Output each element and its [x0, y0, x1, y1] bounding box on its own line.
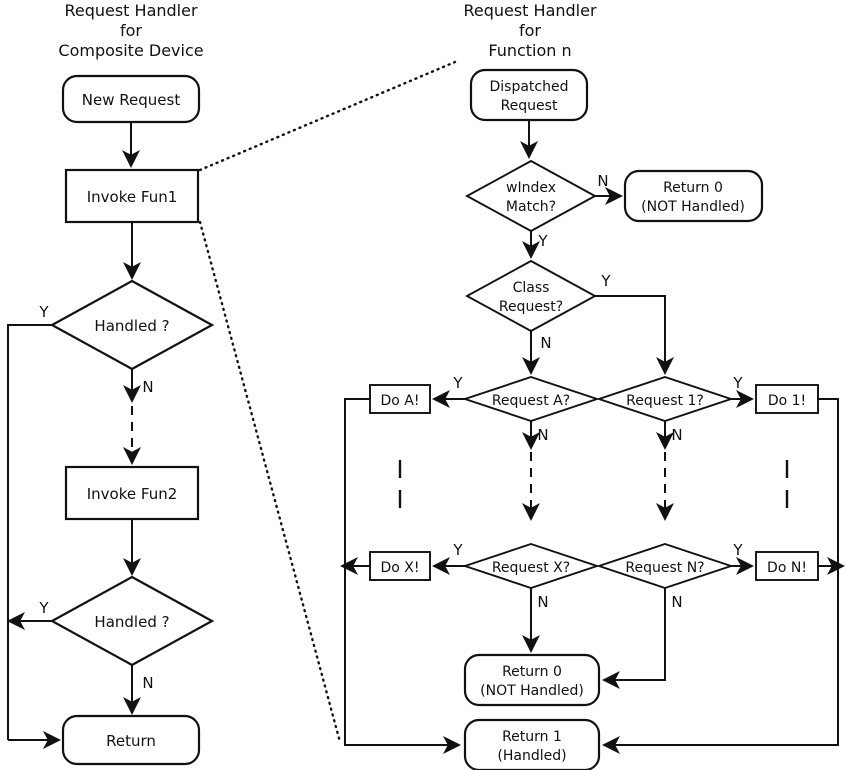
request-a-yes-label: Y [452, 374, 463, 392]
request-1-no-label: N [671, 426, 682, 444]
invoke-fun2-shape [64, 465, 200, 521]
return1-line-1: Return 1 [502, 729, 562, 745]
do-a-shape [369, 384, 431, 414]
rail-left-handled [344, 398, 461, 754]
do-n-label: Do N! [767, 560, 807, 576]
invoke-fun1-shape [64, 168, 200, 224]
class-request-line-2: Request? [499, 299, 563, 315]
right-title-line-3: Function n [488, 41, 571, 60]
node-return: Return [61, 714, 201, 766]
return0-bottom-shape [463, 653, 601, 707]
return1-shape [463, 718, 601, 770]
windex-match-line-1: wIndex [506, 180, 556, 196]
do-x-label: Do X! [381, 560, 420, 576]
expansion-link-upper [198, 60, 457, 172]
node-class-request: Class Request? [465, 259, 597, 333]
handled-1-label: Handled ? [94, 317, 169, 335]
return0-bottom-line-1: Return 0 [502, 664, 562, 680]
class-request-shape [465, 259, 597, 333]
dispatched-request-line-2: Request [501, 98, 558, 114]
left-panel-title: Request Handler for Composite Device [58, 1, 203, 60]
node-do-a: Do A! [369, 384, 431, 414]
request-x-label: Request X? [492, 560, 570, 576]
node-request-n: Request N? [595, 542, 735, 590]
request-a-label: Request A? [492, 393, 570, 409]
return-shape [61, 714, 201, 766]
node-return0-top: Return 0 (NOT Handled) [623, 169, 764, 223]
handled-1-no-label: N [142, 378, 153, 396]
node-new-request: New Request [61, 74, 201, 124]
rail-right-handled [602, 398, 839, 754]
request-x-yes-label: Y [452, 541, 463, 559]
request-1-yes-label: Y [732, 374, 743, 392]
handled-2-no-label: N [142, 674, 153, 692]
request-n-label: Request N? [625, 560, 704, 576]
request-n-no-label: N [671, 593, 682, 611]
node-request-1: Request 1? [595, 375, 735, 423]
request-n-yes-label: Y [732, 541, 743, 559]
windex-match-line-2: Match? [506, 199, 556, 215]
request-a-no-label: N [537, 426, 548, 444]
return0-top-shape [623, 169, 764, 223]
edge-handled1-yes-rail [7, 324, 52, 740]
edge-class-yes [595, 295, 674, 375]
node-return0-bottom: Return 0 (NOT Handled) [463, 653, 601, 707]
return1-line-2: (Handled) [497, 748, 566, 764]
return0-top-line-2: (NOT Handled) [641, 199, 745, 215]
class-yes-label: Y [600, 272, 611, 290]
node-do-n: Do N! [755, 551, 819, 581]
request-x-no-label: N [537, 593, 548, 611]
node-return1: Return 1 (Handled) [463, 718, 601, 770]
return0-top-line-1: Return 0 [663, 180, 723, 196]
expansion-link-lower [198, 220, 342, 744]
return0-bottom-line-2: (NOT Handled) [480, 683, 584, 699]
new-request-label: New Request [82, 91, 181, 109]
do-n-shape [755, 551, 819, 581]
left-title-line-3: Composite Device [58, 41, 203, 60]
class-no-label: N [540, 334, 551, 352]
handled-1-yes-label: Y [38, 303, 49, 321]
edge-request-n-no [602, 588, 666, 689]
node-dispatched-request: Dispatched Request [469, 68, 589, 122]
return-label: Return [106, 732, 156, 750]
node-request-x: Request X? [461, 542, 601, 590]
node-handled-2: Handled ? [49, 575, 215, 667]
windex-match-shape [465, 159, 597, 233]
node-invoke-fun2: Invoke Fun2 [64, 465, 200, 521]
handled-2-label: Handled ? [94, 613, 169, 631]
node-request-a: Request A? [461, 375, 601, 423]
node-do-1: Do 1! [755, 384, 819, 414]
do-x-shape [369, 551, 431, 581]
node-windex-match: wIndex Match? [465, 159, 597, 233]
left-title-line-1: Request Handler [64, 1, 198, 20]
left-title-line-2: for [120, 21, 142, 40]
right-title-line-2: for [519, 21, 541, 40]
do-a-label: Do A! [381, 393, 420, 409]
right-panel-title: Request Handler for Function n [463, 1, 597, 60]
handled-2-yes-label: Y [38, 599, 49, 617]
dispatched-request-line-1: Dispatched [490, 79, 569, 95]
request-1-label: Request 1? [626, 393, 704, 409]
node-invoke-fun1: Invoke Fun1 [64, 168, 200, 224]
right-title-line-1: Request Handler [463, 1, 597, 20]
invoke-fun1-label: Invoke Fun1 [87, 188, 178, 206]
node-handled-1: Handled ? [49, 279, 215, 371]
invoke-fun2-label: Invoke Fun2 [87, 485, 178, 503]
do-1-label: Do 1! [768, 393, 806, 409]
windex-yes-label: Y [537, 232, 548, 250]
class-request-line-1: Class [513, 280, 550, 296]
node-do-x: Do X! [369, 551, 431, 581]
windex-no-label: N [597, 172, 608, 190]
